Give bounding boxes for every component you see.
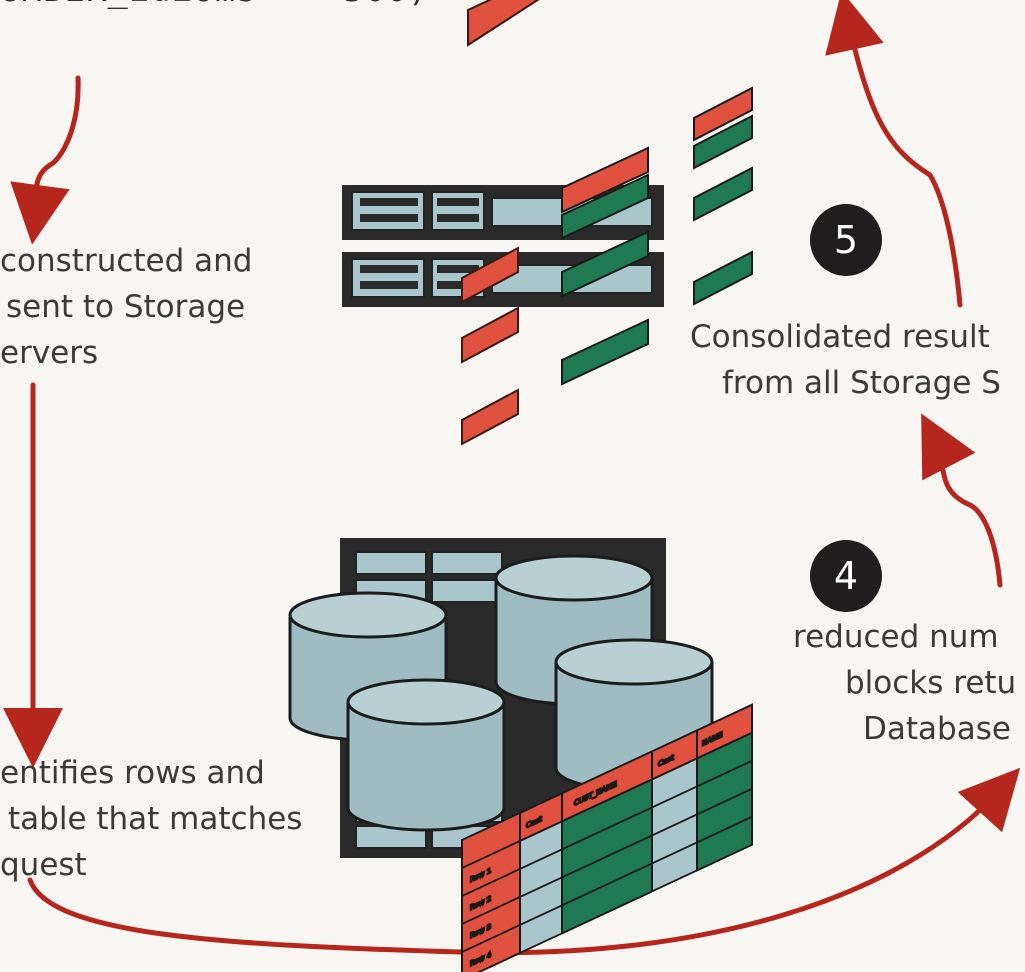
label-line: from all Storage S bbox=[722, 365, 1001, 401]
label-line: sent to Storage bbox=[6, 289, 246, 325]
label-line: Consolidated result bbox=[690, 319, 990, 355]
floating-row-tags bbox=[461, 246, 519, 446]
floating-column-tags bbox=[561, 86, 753, 386]
step-label-query-sent: constructed and sent to Storage ervers bbox=[0, 238, 252, 376]
table-grid: Cust CUST_NAME Cust NAME Row 1 Row 2 Row… bbox=[461, 703, 753, 972]
disk-cylinder bbox=[346, 678, 506, 832]
label-line: blocks retu bbox=[845, 665, 1017, 701]
step-label-consolidated-result: Consolidated result from all Storage S bbox=[690, 314, 1001, 406]
top-tag bbox=[467, 0, 540, 47]
label-line: entifies rows and bbox=[0, 755, 265, 791]
step-label-reduced-blocks: reduced num blocks retu Database bbox=[793, 614, 1016, 752]
step-label-identifies-rows: entifies rows and table that matches que… bbox=[0, 750, 302, 888]
label-line: ervers bbox=[0, 335, 99, 371]
step-5-badge: 5 bbox=[810, 204, 882, 276]
label-line: quest bbox=[0, 847, 87, 883]
label-line: constructed and bbox=[0, 243, 253, 279]
step-4-badge: 4 bbox=[810, 540, 882, 612]
label-line: reduced num bbox=[793, 619, 999, 655]
arrow-query-down bbox=[10, 75, 81, 245]
arrow-reduced-blocks-up bbox=[921, 413, 1003, 588]
sql-predicate-text: UMBER_idioms -> 500) bbox=[0, 0, 429, 10]
label-line: Database bbox=[863, 711, 1011, 747]
arrow-consolidated-up bbox=[825, 0, 963, 308]
label-line: table that matches bbox=[8, 801, 303, 837]
